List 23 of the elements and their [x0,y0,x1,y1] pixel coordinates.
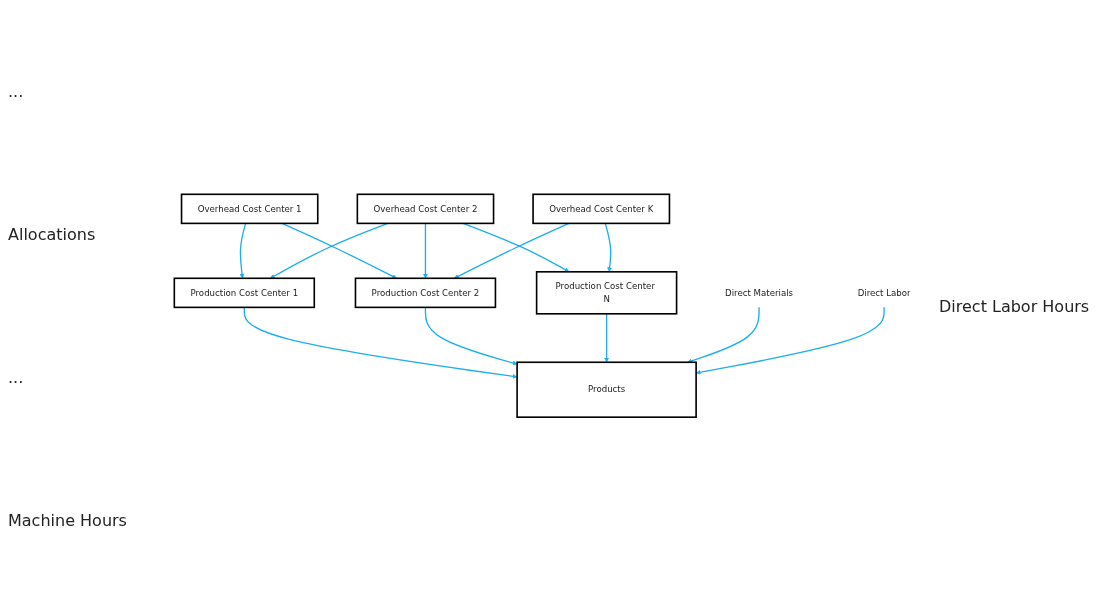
annotation-text: ... [8,368,25,387]
annotation-text: Machine Hours [8,511,128,530]
node-box: Overhead Cost Center 2 [356,193,495,225]
node-box: Production Cost Center 2 [354,277,497,309]
arrow [243,306,518,379]
node-text: Direct Materials [725,287,794,298]
node-box: Overhead Cost Center 1 [180,193,319,225]
node-box: Products [516,361,697,419]
arrow [239,222,247,279]
arrow [604,313,609,363]
annotation-text: ... [8,82,25,101]
annotation-text: Direct Labor Hours [939,296,1091,316]
node-box: Overhead Cost Center K [532,193,671,225]
node-box: Production Cost Center 1 [173,277,316,309]
node-box: Production Cost Center N [535,271,678,315]
arrow [454,222,570,279]
arrow [462,222,570,273]
arrow [424,306,518,366]
node-text: Direct Labor [857,287,911,298]
arrow [604,222,612,273]
arrow [423,222,428,279]
annotation-text: Allocations [8,225,97,244]
arrow [687,306,760,364]
